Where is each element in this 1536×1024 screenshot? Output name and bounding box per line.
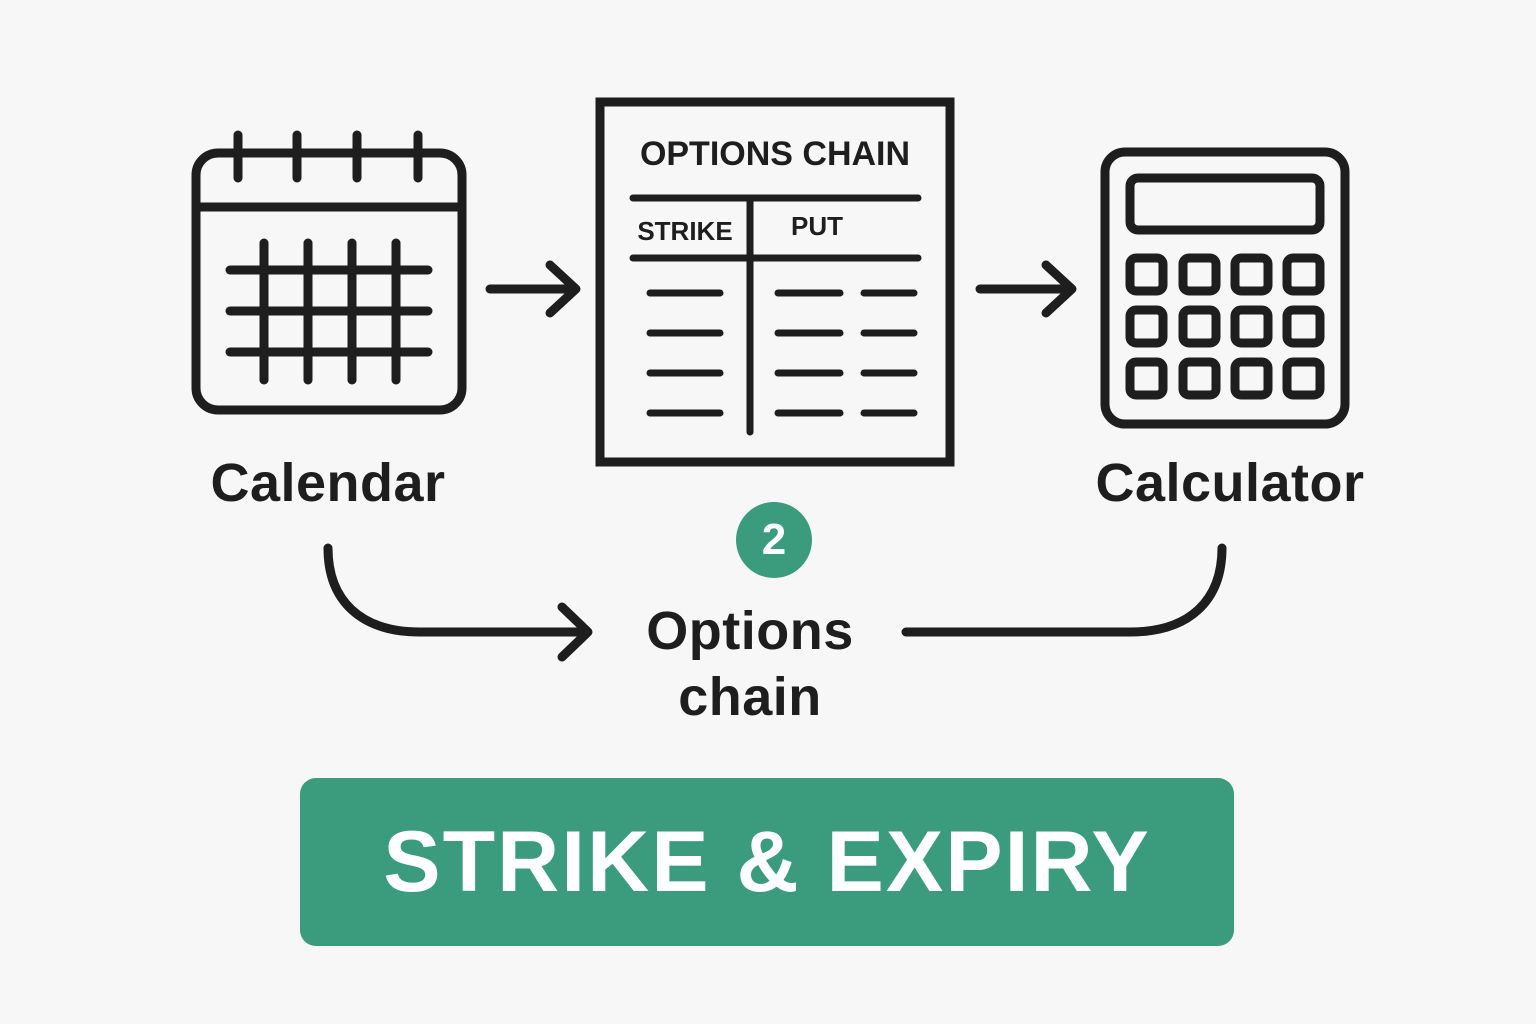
calculator-label: Calculator bbox=[1095, 453, 1365, 513]
curved-connector-line bbox=[901, 543, 1227, 637]
options-chain-frame bbox=[595, 97, 955, 467]
options-chain-title: OPTIONS CHAIN bbox=[640, 135, 910, 173]
column-header-strike: STRIKE bbox=[637, 216, 732, 246]
calendar-icon bbox=[191, 130, 467, 415]
strike-expiry-banner: STRIKE & EXPIRY bbox=[300, 778, 1234, 946]
calendar-label: Calendar bbox=[210, 453, 446, 513]
options-chain-label: Options chain bbox=[646, 601, 854, 727]
step-number-badge: 2 bbox=[736, 502, 812, 578]
curved-arrow-icon bbox=[323, 543, 593, 662]
column-header-put: PUT bbox=[791, 211, 843, 241]
calendar-frame bbox=[191, 148, 467, 415]
calculator-keys bbox=[1125, 253, 1325, 400]
calculator-icon bbox=[1100, 147, 1350, 429]
arrow-right-icon bbox=[975, 260, 1077, 318]
options-chain-table-icon: OPTIONS CHAIN STRIKE PUT bbox=[595, 97, 955, 467]
calculator-body bbox=[1100, 147, 1350, 429]
calculator-display bbox=[1125, 173, 1325, 235]
banner-text: STRIKE & EXPIRY bbox=[383, 813, 1151, 910]
arrow-right-icon bbox=[485, 260, 581, 318]
